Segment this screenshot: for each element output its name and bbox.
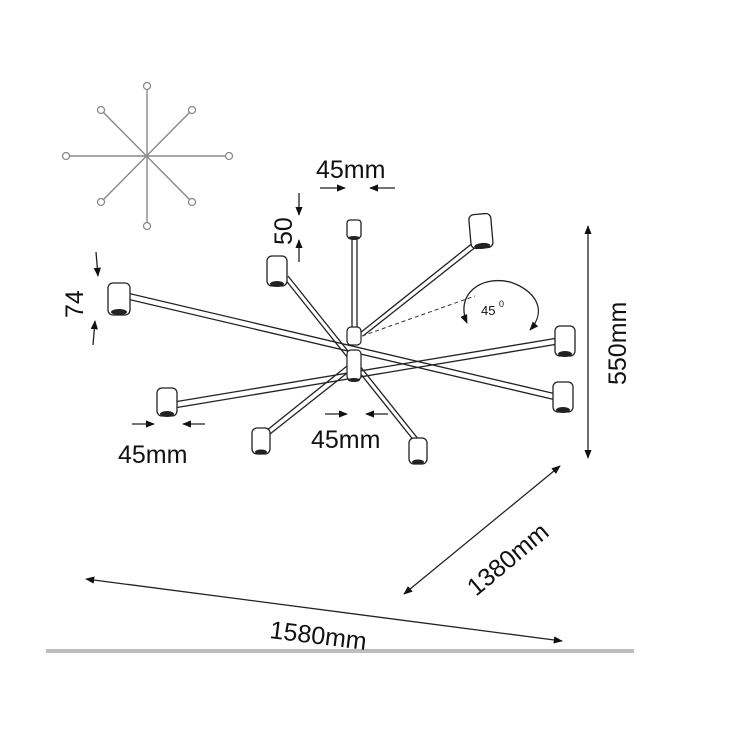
depth-label: 1380mm: [462, 518, 555, 602]
spot-lamp: [346, 219, 362, 240]
dimension-markers: [85, 184, 592, 644]
side-spot-height-label: 74: [61, 290, 89, 318]
top-view-icon: [61, 81, 234, 231]
spot-lamp: [554, 325, 576, 357]
floor-line: [46, 649, 634, 653]
spot-width-bottom-left-label: 45mm: [118, 441, 187, 469]
angle-label: 45: [481, 303, 495, 318]
spot-lamps: [107, 212, 576, 465]
spot-width-top-label: 45mm: [316, 156, 385, 184]
spot-lamp: [408, 437, 428, 465]
angle-degree-label: 0: [499, 299, 504, 309]
spot-width-bottom-center-label: 45mm: [311, 426, 380, 454]
spot-lamp: [552, 381, 574, 413]
lamp-arms: [126, 236, 559, 443]
spot-lamp: [251, 427, 271, 455]
spot-height-label: 50: [270, 217, 298, 245]
spot-lamp: [156, 387, 178, 417]
spot-lamp: [107, 282, 131, 316]
overall-height-label: 550mm: [604, 302, 632, 385]
spot-lamp: [468, 212, 494, 250]
spot-lamp: [266, 255, 288, 287]
